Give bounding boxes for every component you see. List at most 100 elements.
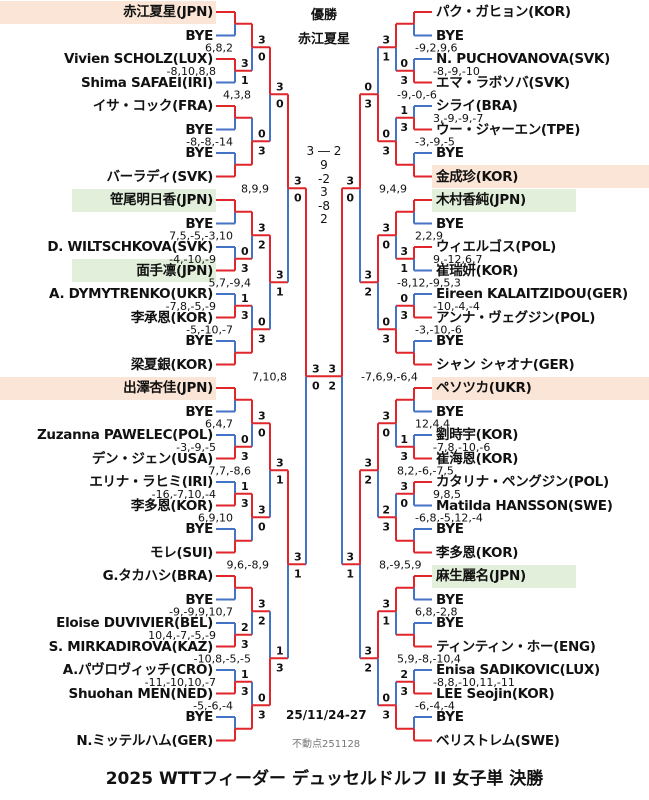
- player-name: 出澤杏佳(JPN): [123, 380, 213, 396]
- final-game-3: 3: [320, 185, 328, 199]
- game-scores: 9,4,9: [379, 182, 407, 195]
- player-name: デン・ジェン(USA): [91, 450, 213, 467]
- game-scores: -5,-10,-7: [186, 323, 233, 336]
- match-score-bottom: 3: [382, 332, 390, 345]
- player-name: A.パヴロヴィッチ(CRO): [62, 662, 214, 678]
- bye-slot: BYE: [185, 145, 213, 161]
- match-score-bottom: 0: [400, 497, 408, 510]
- match-score-top: 0: [258, 315, 266, 328]
- seed-highlight: [432, 165, 649, 188]
- game-scores: 6,4,7: [205, 417, 233, 430]
- match-score-top: 3: [364, 644, 372, 657]
- game-scores: 3,-9,-9,-7: [433, 112, 483, 125]
- seed-highlight: [432, 188, 576, 212]
- match-score-top: 2: [241, 621, 249, 634]
- player-name: 李多恩(KOR): [436, 544, 519, 561]
- match-score-bottom: 0: [382, 238, 390, 251]
- match-score-bottom: 3: [241, 497, 249, 510]
- match-score-bottom: 1: [276, 473, 284, 486]
- game-scores: -4,-10,-9: [169, 253, 216, 266]
- match-score-bottom: 0: [346, 191, 354, 204]
- fixed-point-stamp: 不動点251128: [292, 739, 361, 750]
- game-scores: -9,-0,-6: [397, 88, 437, 101]
- seed-highlight: [72, 259, 216, 282]
- match-score-top: 3: [400, 245, 408, 258]
- game-scores: 6,8,2: [205, 41, 233, 54]
- final-game-1: 9: [320, 158, 328, 172]
- match-score-top: 3: [382, 221, 390, 234]
- player-name: ペソツカ(UKR): [436, 380, 532, 396]
- match-score-top: 0: [400, 292, 408, 305]
- seed-highlight: [0, 376, 216, 400]
- game-scores: -8,8,-10,11,-11: [433, 676, 515, 689]
- bye-slot: BYE: [185, 709, 213, 725]
- match-score-bottom: 3: [400, 450, 408, 463]
- match-score-bottom: 0: [258, 520, 266, 533]
- player-name: 金成珍(KOR): [436, 168, 519, 185]
- player-name: バーラディ(SVK): [106, 168, 213, 185]
- player-name: Vivien SCHOLZ(LUX): [64, 51, 213, 67]
- player-name: モレ(SUI): [150, 544, 213, 561]
- player-name: 李多恩(KOR): [130, 497, 213, 514]
- game-scores: 7,5,-5,-3,10: [169, 229, 233, 242]
- match-score-top: 0: [258, 691, 266, 704]
- match-score-bottom: 0: [276, 97, 284, 110]
- match-score-top: 3: [258, 221, 266, 234]
- match-score-bottom: 3: [241, 262, 249, 275]
- match-score-bottom: 3: [258, 144, 266, 157]
- bye-slot: BYE: [185, 591, 213, 608]
- player-name: ウィエルゴス(POL): [436, 239, 557, 255]
- player-name: Zuzanna PAWELEC(POL): [36, 427, 213, 443]
- game-scores: -16,-7,10,-4: [152, 488, 216, 501]
- match-score-top: 3: [346, 550, 354, 563]
- match-score-bottom: 2: [364, 285, 372, 298]
- game-scores: -8,10,8,8: [167, 65, 216, 78]
- final-score: 3 ― 2: [306, 144, 342, 158]
- game-scores: 9,8,5: [433, 488, 461, 501]
- match-score-bottom: 3: [241, 638, 249, 651]
- match-score-top: 3: [276, 268, 284, 281]
- player-name: 麻生麗名(JPN): [436, 568, 526, 584]
- bye-slot: BYE: [436, 521, 464, 537]
- player-name: パク・ガヒョン(KOR): [436, 4, 571, 20]
- match-score-bottom: 1: [346, 567, 354, 580]
- game-scores: -8,-9,-10: [433, 65, 480, 78]
- bye-slot: BYE: [185, 215, 213, 232]
- match-score-bottom: 3: [400, 685, 408, 698]
- player-name: ベリストレム(SWE): [436, 732, 560, 749]
- player-name: Eireen KALAITZIDOU(GER): [436, 286, 628, 302]
- match-score-top: 0: [382, 691, 390, 704]
- match-score-top: 2: [382, 503, 390, 516]
- seed-highlight: [432, 564, 576, 588]
- match-score-top: 1: [241, 668, 249, 681]
- player-name: G.タカハシ(BRA): [102, 568, 214, 584]
- game-scores: -9,-9,9,10,7: [169, 605, 233, 618]
- bye-slot: BYE: [185, 521, 213, 537]
- game-scores: -3,-9,-5: [176, 441, 216, 454]
- player-name: Matilda HANSSON(SWE): [436, 497, 613, 514]
- bye-slot: BYE: [185, 333, 213, 349]
- player-name: S. MIRKADIROVA(KAZ): [48, 638, 214, 655]
- player-name: 崔海恩(KOR): [436, 450, 519, 467]
- champion-label: 優勝: [310, 8, 337, 23]
- match-score-top: 3: [258, 503, 266, 516]
- match-score-bottom: 3: [241, 450, 249, 463]
- game-scores: -8,12,-9,5,3: [397, 276, 461, 289]
- game-scores: -10,-4,-4: [433, 300, 480, 313]
- player-name: シライ(BRA): [436, 98, 518, 114]
- match-score-top: 3: [276, 80, 284, 93]
- match-score-bottom: 3: [364, 97, 372, 110]
- player-name: 笹尾明日香(JPN): [109, 192, 213, 208]
- match-score-top: 0: [382, 127, 390, 140]
- match-score-bottom: 3: [382, 520, 390, 533]
- match-score-top: 1: [400, 104, 408, 117]
- game-scores: 5,7,-9,4: [209, 276, 251, 289]
- final-game-5: 2: [320, 212, 328, 226]
- match-score-top: 1: [241, 480, 249, 493]
- match-score-top: 3: [382, 33, 390, 46]
- player-name: シャン シャオナ(GER): [436, 356, 575, 373]
- player-name: N.ミッテルハム(GER): [76, 732, 213, 749]
- seed-highlight: [72, 188, 216, 212]
- match-score-top: 3: [276, 456, 284, 469]
- player-name: N. PUCHOVANOVA(SVK): [436, 51, 610, 67]
